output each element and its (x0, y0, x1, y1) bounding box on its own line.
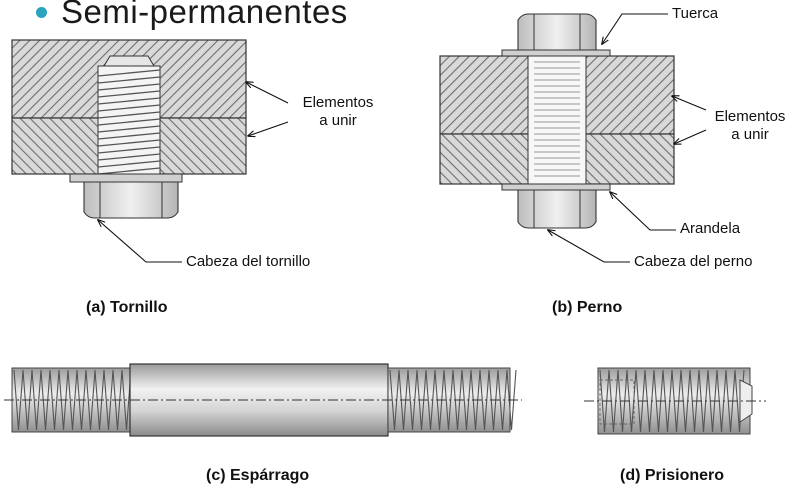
tornillo-threads (97, 69, 161, 175)
tornillo-head (83, 181, 179, 219)
prisionero-caption: (d) Prisionero (620, 467, 725, 484)
perno-elements-label: Elementos a unir (704, 108, 796, 144)
perno-head-label: Cabeza del perno (634, 253, 753, 270)
thread-line (35, 369, 42, 431)
thread-line (49, 369, 56, 431)
perno-caption: (b) Perno (552, 299, 623, 316)
thread-line (97, 104, 161, 112)
thread-line (97, 132, 161, 140)
thread-line (443, 369, 450, 431)
thread-line (103, 369, 110, 431)
label-line: Elementos (302, 94, 374, 111)
thread-line (53, 369, 60, 431)
esparrago-caption: (c) Espárrago (206, 467, 310, 484)
thread-line (97, 139, 161, 147)
tornillo-elements-label: Elementos a unir (292, 94, 384, 130)
thread-line (85, 369, 92, 431)
thread-line (71, 369, 78, 431)
thread-line (97, 118, 161, 126)
thread-line (107, 369, 114, 431)
perno-washer-top (501, 49, 611, 57)
perno-nut-label: Tuerca (672, 5, 719, 22)
label-line: a unir (731, 126, 769, 143)
slide-title: Semi-permanentes (36, 0, 348, 38)
thread-line (97, 90, 161, 98)
esparrago-figure (4, 363, 522, 437)
thread-line (97, 125, 161, 133)
perno-shank (527, 55, 587, 185)
perno-nut (517, 13, 597, 51)
thread-line (97, 69, 161, 77)
thread-line (13, 369, 20, 431)
thread-line (97, 160, 161, 168)
thread-line (97, 153, 161, 161)
thread-line (97, 146, 161, 154)
thread-line (497, 369, 504, 431)
thread-line (31, 369, 38, 431)
thread-line (97, 76, 161, 84)
perno-figure (439, 13, 707, 263)
prisionero-figure (584, 367, 766, 435)
thread-line (121, 369, 128, 431)
tornillo-caption: (a) Tornillo (86, 299, 168, 316)
perno-head (517, 189, 597, 229)
thread-line (17, 369, 24, 431)
thread-line (407, 369, 414, 431)
bullet-icon (36, 6, 47, 18)
tornillo-figure (11, 39, 289, 263)
thread-line (97, 97, 161, 105)
thread-line (97, 83, 161, 91)
tornillo-tip (103, 55, 155, 67)
thread-line (89, 369, 96, 431)
tornillo-head-label: Cabeza del tornillo (186, 253, 311, 270)
thread-line (389, 369, 396, 431)
thread-line (67, 369, 74, 431)
thread-line (97, 167, 161, 175)
perno-shank-lines (534, 61, 580, 177)
thread-line (479, 369, 486, 431)
prisionero-socket (599, 379, 635, 425)
thread-line (461, 369, 468, 431)
thread-line (425, 369, 432, 431)
perno-washer-label: Arandela (680, 220, 741, 237)
label-line: a unir (319, 112, 357, 129)
thread-line (97, 111, 161, 119)
perno-washer-bottom (501, 183, 611, 191)
label-line: Elementos (714, 108, 786, 125)
title-text: Semi-permanentes (61, 0, 348, 30)
tornillo-washer (69, 173, 183, 183)
